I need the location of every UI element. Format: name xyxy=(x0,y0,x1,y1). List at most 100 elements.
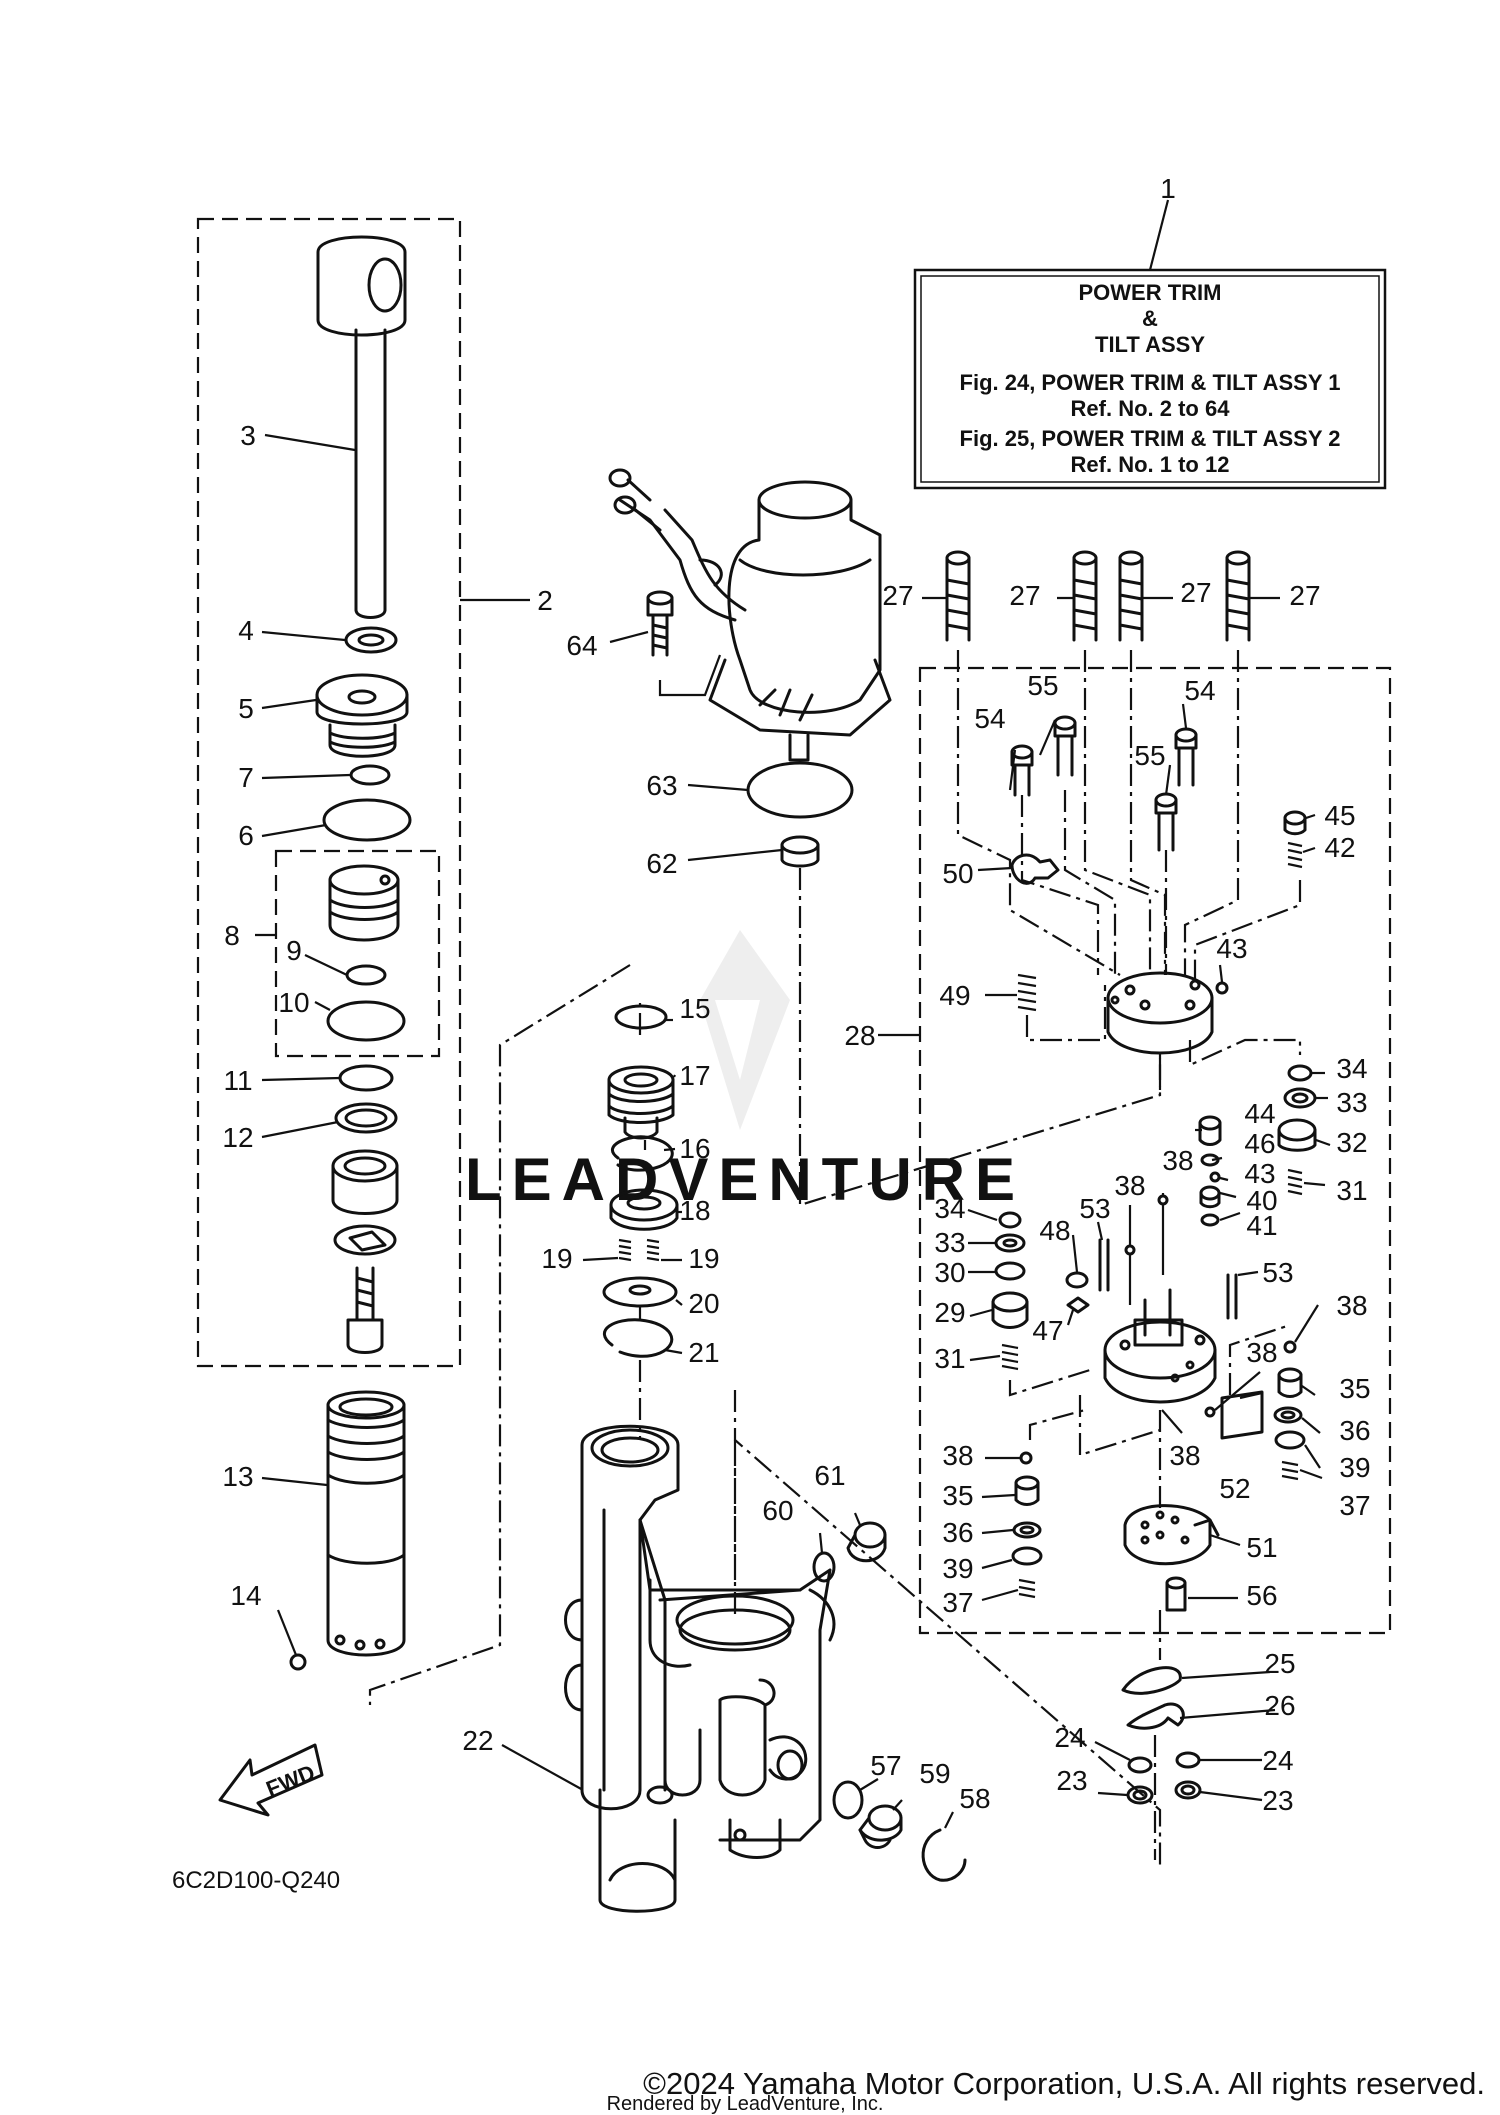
part-61-plug xyxy=(846,1521,887,1563)
callout-24b: 24 xyxy=(1262,1745,1293,1776)
callout-4: 4 xyxy=(238,615,254,646)
part-18-cylinder-cap xyxy=(609,1188,679,1231)
part-56-bolt xyxy=(1165,1576,1187,1612)
watermark: LEADVENTURE xyxy=(465,930,1015,1213)
part-49-spring xyxy=(1017,973,1037,1012)
callout-43a: 43 xyxy=(1216,933,1247,964)
callout-34a: 34 xyxy=(1336,1053,1367,1084)
callout-6: 6 xyxy=(238,820,254,851)
callout-58: 58 xyxy=(959,1783,990,1814)
part-12c-nut xyxy=(333,1224,397,1256)
part-38-ball-a xyxy=(1157,1194,1169,1206)
part-17-free-piston xyxy=(607,1065,675,1140)
part-24-o-ring-right xyxy=(1175,1751,1201,1769)
callout-9: 9 xyxy=(286,935,302,966)
callout-30: 30 xyxy=(934,1257,965,1288)
callout-18: 18 xyxy=(679,1195,710,1226)
part-52-plate xyxy=(1220,1390,1264,1440)
part-46-o-ring xyxy=(1200,1153,1220,1167)
part-38-ball-d xyxy=(1204,1406,1216,1418)
callout-39b: 39 xyxy=(942,1553,973,1584)
fig24-line: Fig. 24, POWER TRIM & TILT ASSY 1 xyxy=(960,370,1341,395)
callout-15: 15 xyxy=(679,993,710,1024)
title-line-3: TILT ASSY xyxy=(1095,332,1205,357)
part-motor-assembly xyxy=(608,468,892,762)
watermark-logo xyxy=(700,930,790,1130)
callout-28: 28 xyxy=(844,1020,875,1051)
callout-27c: 27 xyxy=(1180,577,1211,608)
part-31-spring-right xyxy=(1287,1168,1303,1196)
part-25-filter xyxy=(1121,1666,1182,1695)
callouts: 1 2 3 4 5 7 6 8 9 10 11 12 13 14 15 17 1… xyxy=(222,173,1370,1816)
part-26-gasket xyxy=(1126,1702,1185,1730)
callout-17: 17 xyxy=(679,1060,710,1091)
fig24-ref: Ref. No. 2 to 64 xyxy=(1071,396,1231,421)
callout-36a: 36 xyxy=(1339,1415,1370,1446)
part-57-o-ring xyxy=(832,1780,864,1820)
part-22-cylinder-body xyxy=(564,1424,836,1913)
callout-37a: 37 xyxy=(1339,1490,1370,1521)
callout-1: 1 xyxy=(1160,173,1176,204)
callout-3: 3 xyxy=(240,420,256,451)
part-33-seal-right xyxy=(1283,1087,1317,1109)
part-24-o-ring-left xyxy=(1127,1756,1153,1774)
callout-27b: 27 xyxy=(1009,580,1040,611)
part-34-washer-right xyxy=(1287,1064,1313,1082)
callout-16: 16 xyxy=(679,1133,710,1164)
callout-61: 61 xyxy=(814,1460,845,1491)
part-39-o-ring-right xyxy=(1274,1430,1306,1450)
callout-34b: 34 xyxy=(934,1193,965,1224)
part-38-ball-b xyxy=(1124,1244,1136,1256)
callout-45: 45 xyxy=(1324,800,1355,831)
callout-57: 57 xyxy=(870,1750,901,1781)
title-line-2: & xyxy=(1142,306,1158,331)
callout-60: 60 xyxy=(762,1495,793,1526)
part-upper-manifold xyxy=(1106,971,1214,1055)
callout-56: 56 xyxy=(1246,1580,1277,1611)
part-12d-bolt xyxy=(346,1266,384,1354)
callout-54a: 54 xyxy=(974,703,1005,734)
callout-25: 25 xyxy=(1264,1648,1295,1679)
part-43-ball xyxy=(1215,981,1229,995)
callout-27a: 27 xyxy=(882,580,913,611)
callout-23a: 23 xyxy=(1056,1765,1087,1796)
part-64-bolt xyxy=(646,590,674,657)
part-38-ball-e xyxy=(1019,1451,1033,1465)
part-39-o-ring-left xyxy=(1011,1546,1043,1566)
part-31-spring-left xyxy=(1001,1343,1019,1371)
guide-lines-lower xyxy=(1008,1323,1291,1510)
part-54-55-bolts xyxy=(1010,715,1198,852)
part-3-tilt-rod xyxy=(316,235,407,619)
part-44-plug xyxy=(1198,1115,1222,1146)
callout-36b: 36 xyxy=(942,1517,973,1548)
callout-2: 2 xyxy=(537,585,553,616)
part-62-filter xyxy=(780,835,820,868)
leader-lines xyxy=(255,433,1331,1829)
callout-38a: 38 xyxy=(1162,1145,1193,1176)
fwd-arrow-icon: FWD xyxy=(218,1743,324,1817)
callout-27d: 27 xyxy=(1289,580,1320,611)
callout-19a: 19 xyxy=(541,1243,572,1274)
callout-38b: 38 xyxy=(1114,1170,1145,1201)
part-59-valve xyxy=(858,1804,903,1849)
part-43-ball-lower xyxy=(1209,1171,1221,1183)
part-13-tilt-cylinder xyxy=(326,1390,406,1657)
guide-line-main xyxy=(368,964,631,1705)
part-6-o-ring xyxy=(322,798,412,842)
guide-lines-27 xyxy=(956,650,1302,980)
part-45-plug xyxy=(1283,810,1307,836)
copyright-notice: ©2024 Yamaha Motor Corporation, U.S.A. A… xyxy=(643,2066,1485,2101)
part-63-o-ring xyxy=(746,761,854,819)
callout-38f: 38 xyxy=(942,1440,973,1471)
callout-24a: 24 xyxy=(1054,1722,1085,1753)
part-4-dust-seal xyxy=(344,626,398,654)
part-lower-manifold xyxy=(1103,1288,1217,1404)
part-8-piston xyxy=(328,864,400,942)
callout-50: 50 xyxy=(942,858,973,889)
diagram-code: 6C2D100-Q240 xyxy=(172,1867,340,1894)
callout-38d: 38 xyxy=(1246,1337,1277,1368)
callout-5: 5 xyxy=(238,693,254,724)
part-36-seal-right xyxy=(1273,1406,1303,1424)
callout-55a: 55 xyxy=(1027,670,1058,701)
